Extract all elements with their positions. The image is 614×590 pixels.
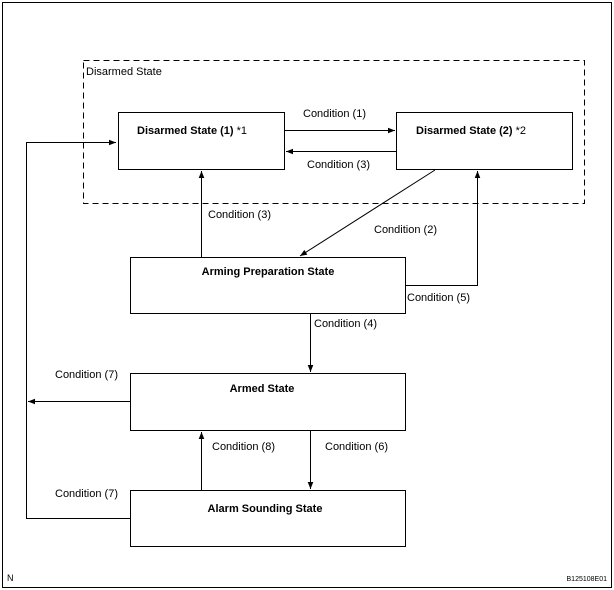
- label-condition-7-armed: Condition (7): [55, 369, 118, 381]
- arrow-condition-7-alarm: [26, 139, 130, 519]
- label-condition-3-left: Condition (3): [208, 209, 271, 221]
- state-box-alarm-sounding: [130, 490, 406, 547]
- state-label-alarm-sounding: Alarm Sounding State: [208, 503, 323, 515]
- label-condition-6: Condition (6): [325, 441, 388, 453]
- label-condition-4: Condition (4): [314, 318, 377, 330]
- disarmed-state-group-label: Disarmed State: [86, 66, 162, 78]
- arrow-condition-5: [406, 171, 481, 286]
- state-label-disarmed-2: Disarmed State (2) *2: [416, 125, 526, 137]
- label-condition-3-top: Condition (3): [307, 159, 370, 171]
- state-label-disarmed-1: Disarmed State (1) *1: [137, 125, 247, 137]
- disarmed-state-group: [83, 60, 585, 204]
- state-label-arming-preparation: Arming Preparation State: [202, 266, 335, 278]
- note-marker-1: *1: [234, 125, 247, 137]
- note-marker-2: *2: [513, 125, 526, 137]
- state-box-arming-preparation: [130, 257, 406, 314]
- label-condition-8: Condition (8): [212, 441, 275, 453]
- footer-left-mark: N: [7, 573, 14, 583]
- figure-code: B125108E01: [567, 576, 608, 583]
- label-condition-2: Condition (2): [374, 224, 437, 236]
- state-box-armed: [130, 373, 406, 431]
- label-condition-7-alarm: Condition (7): [55, 488, 118, 500]
- label-condition-1: Condition (1): [303, 108, 366, 120]
- label-condition-5: Condition (5): [407, 292, 470, 304]
- state-label-armed: Armed State: [230, 383, 295, 395]
- state-box-disarmed-2: [396, 112, 573, 170]
- arrow-condition-2: [299, 169, 436, 257]
- state-box-disarmed-1: [118, 112, 285, 170]
